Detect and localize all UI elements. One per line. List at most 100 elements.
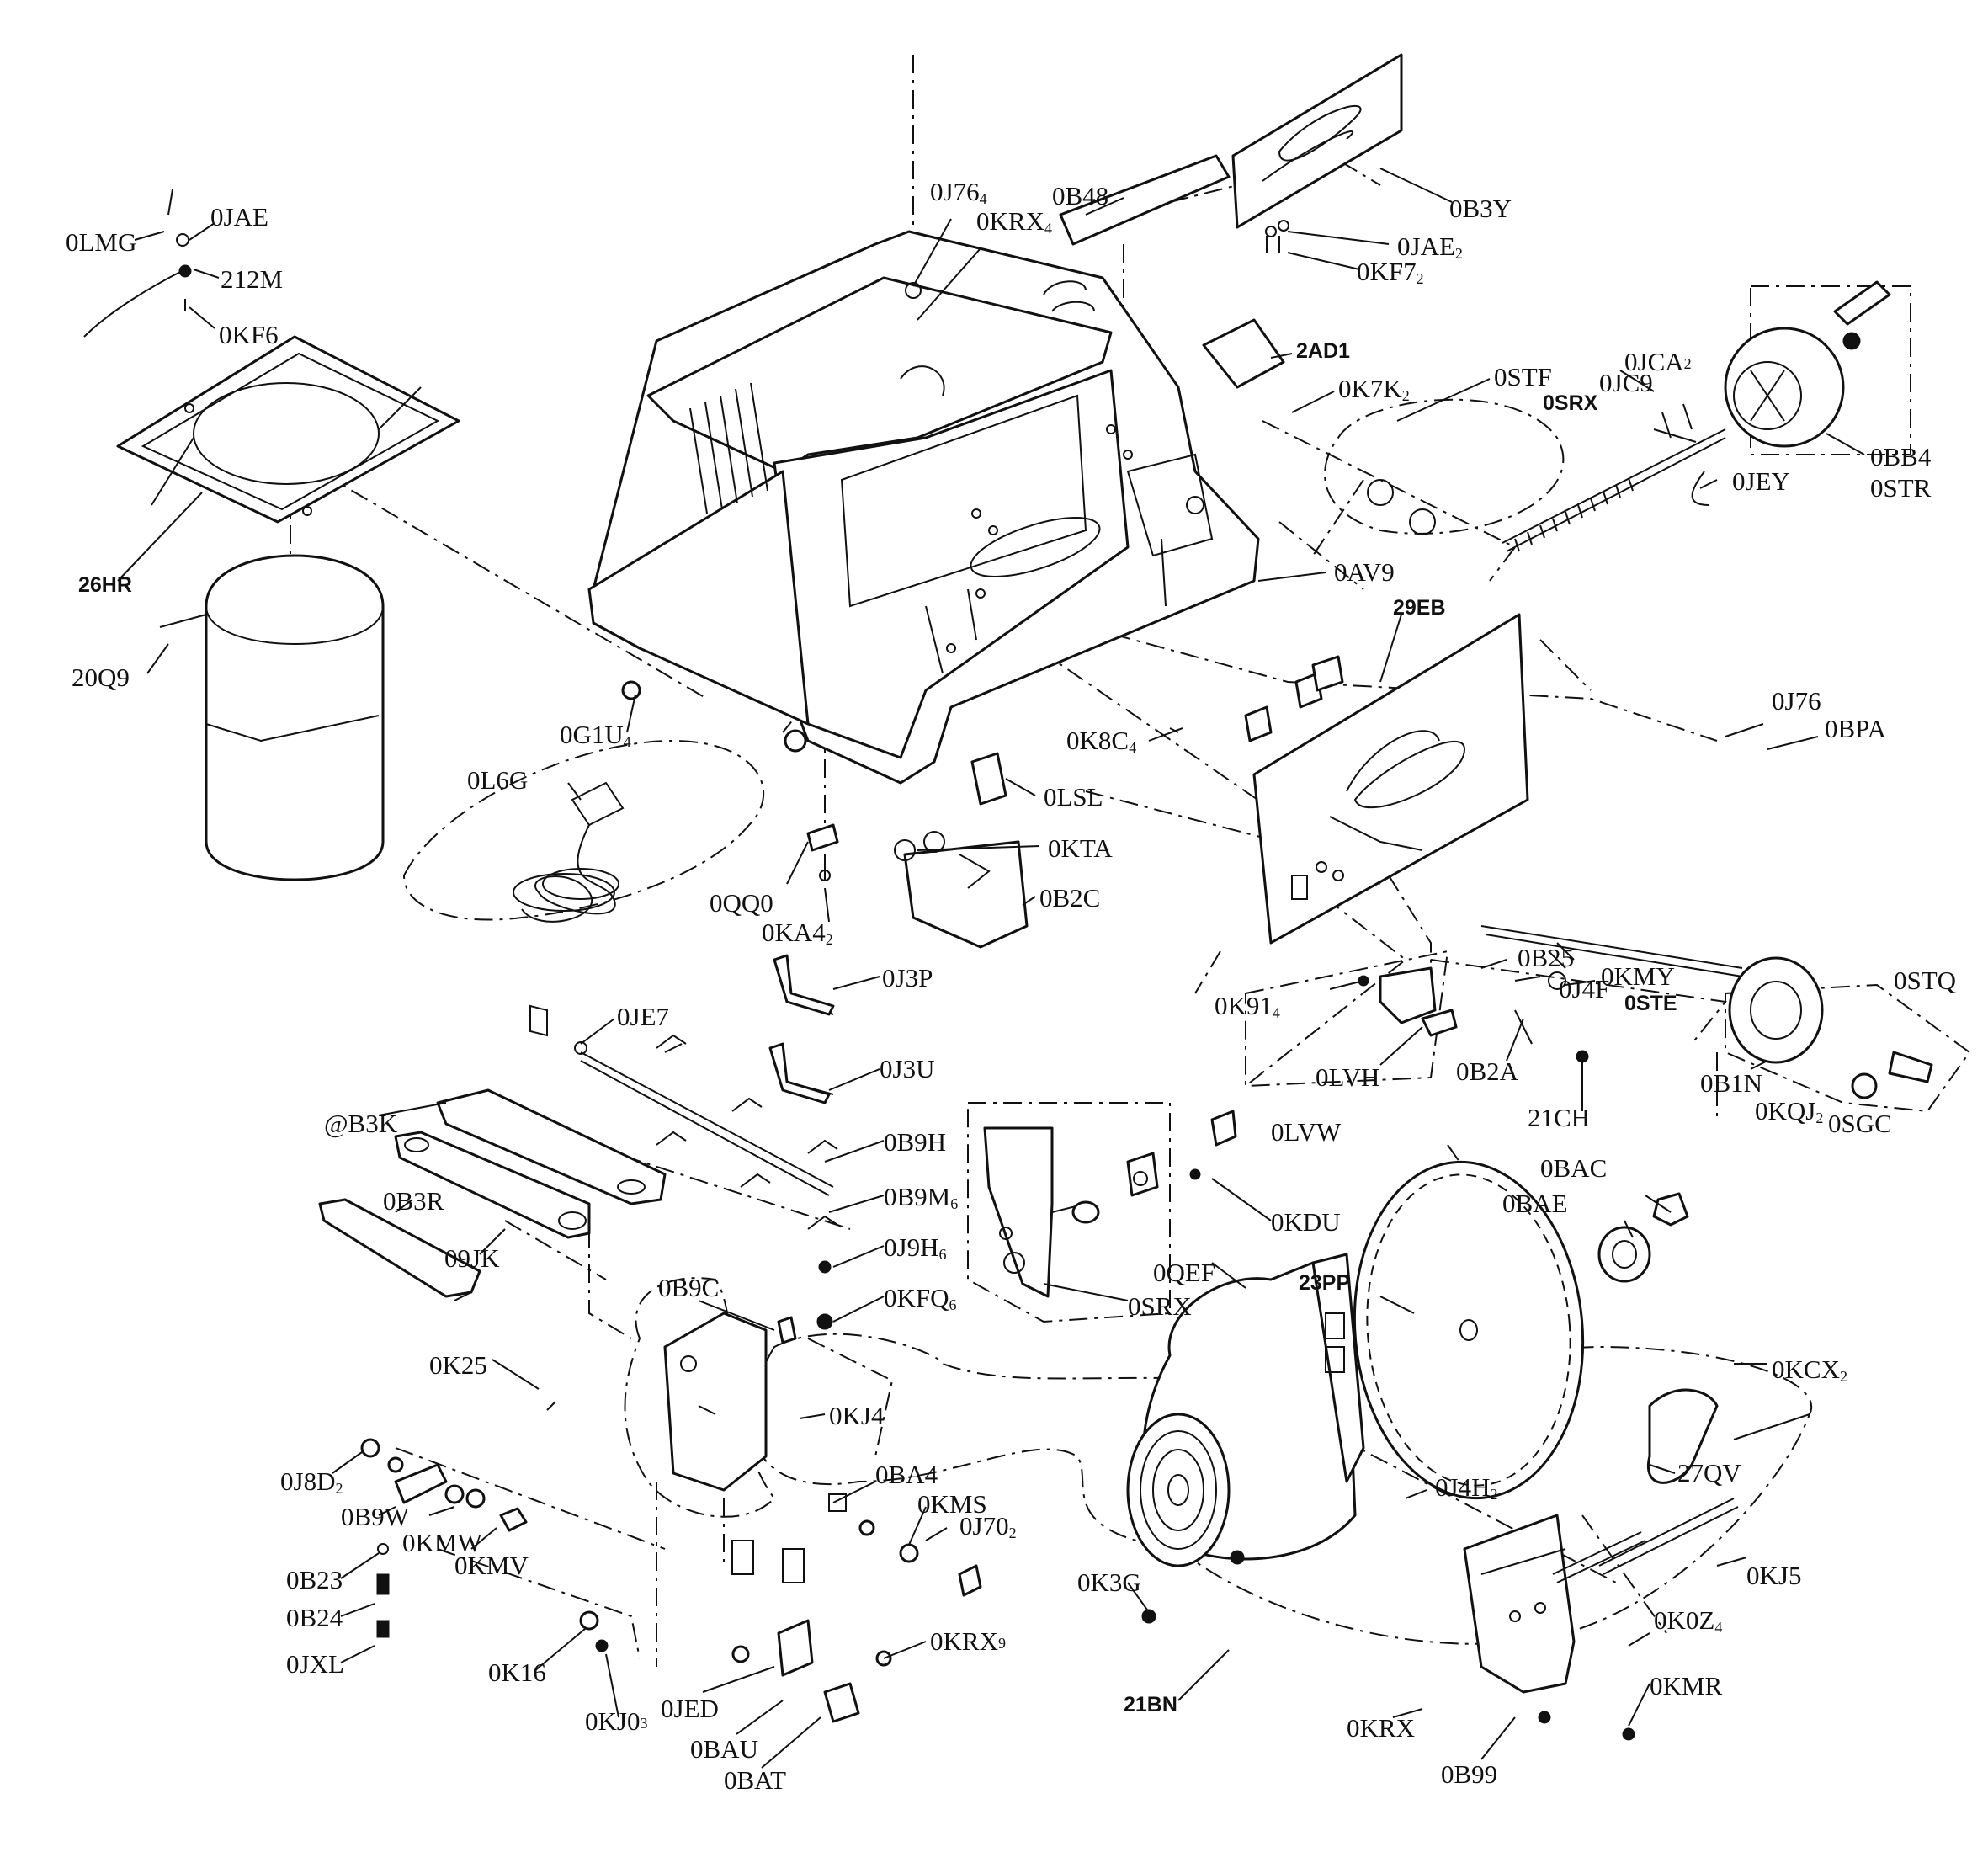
label-0B9W: 0B9W bbox=[341, 1502, 410, 1531]
label-0B3K: @B3K bbox=[324, 1109, 398, 1138]
label-0KMR: 0KMR bbox=[1650, 1671, 1722, 1700]
label-0J3P: 0J3P bbox=[882, 963, 933, 993]
label-0STQ: 0STQ bbox=[1894, 966, 1956, 995]
label-0G1U: 0G1U4 bbox=[560, 720, 631, 750]
label-2AD1: 2AD1 bbox=[1296, 339, 1350, 363]
label-0B48: 0B48 bbox=[1052, 181, 1108, 210]
tilt-rod-assembly bbox=[529, 1004, 838, 1330]
wrench-0B3R bbox=[318, 1198, 481, 1301]
label-0JXL: 0JXL bbox=[286, 1649, 344, 1679]
label-0BPA: 0BPA bbox=[1825, 714, 1887, 743]
label-0BA4: 0BA4 bbox=[875, 1460, 938, 1489]
label-0BAT: 0BAT bbox=[724, 1765, 786, 1795]
label-0KMY: 0KMY bbox=[1601, 961, 1675, 991]
label-0J8D: 0J8D2 bbox=[280, 1466, 343, 1497]
elevation-screw-0STF bbox=[1367, 403, 1726, 552]
motor-0QEF bbox=[1126, 1253, 1365, 1624]
label-0K25: 0K25 bbox=[429, 1350, 487, 1380]
hex-key-0J3P bbox=[773, 954, 835, 1016]
label-0SRX-mid: 0SRX bbox=[1128, 1291, 1192, 1321]
label-0STR: 0STR bbox=[1870, 473, 1932, 503]
label-0BB4: 0BB4 bbox=[1870, 442, 1932, 471]
label-0B23: 0B23 bbox=[286, 1565, 343, 1594]
label-0KMS: 0KMS bbox=[917, 1489, 987, 1519]
label-20Q9: 20Q9 bbox=[72, 663, 130, 692]
label-21BN: 21BN bbox=[1124, 1693, 1177, 1716]
label-0KF6: 0KF6 bbox=[219, 320, 279, 349]
label-0JED: 0JED bbox=[661, 1694, 719, 1723]
label-0BAU: 0BAU bbox=[690, 1734, 758, 1764]
label-0B9M: 0B9M6 bbox=[884, 1182, 958, 1212]
label-0J3U: 0J3U bbox=[880, 1054, 934, 1083]
label-0B9C: 0B9C bbox=[658, 1273, 719, 1302]
label-0B99: 0B99 bbox=[1441, 1759, 1497, 1789]
label-0K0Z: 0K0Z4 bbox=[1654, 1605, 1722, 1636]
label-0KRX-top: 0KRX4 bbox=[976, 206, 1052, 237]
label-0JCA: 0JCA2 bbox=[1624, 347, 1692, 376]
label-0KFQ: 0KFQ6 bbox=[884, 1283, 957, 1313]
label-0KJ5: 0KJ5 bbox=[1746, 1561, 1801, 1590]
label-0K3G: 0K3G bbox=[1077, 1567, 1141, 1597]
switch-parts-left bbox=[360, 1438, 609, 1652]
label-0KF72: 0KF72 bbox=[1357, 257, 1424, 287]
switch-housing-0B9C bbox=[546, 1312, 805, 1583]
cord-assembly-212M bbox=[83, 189, 192, 338]
label-0QQ0: 0QQ0 bbox=[710, 888, 773, 918]
label-0LMG: 0LMG bbox=[66, 227, 136, 257]
switch-parts-right bbox=[731, 1493, 982, 1723]
label-0J70: 0J702 bbox=[959, 1511, 1017, 1541]
arbor-nut-and-flange bbox=[1597, 1192, 1689, 1283]
label-0L6G: 0L6G bbox=[467, 765, 528, 795]
label-0QEF: 0QEF bbox=[1153, 1258, 1215, 1287]
label-0B2C: 0B2C bbox=[1039, 883, 1100, 913]
label-0JEY: 0JEY bbox=[1732, 466, 1790, 496]
label-0KA4: 0KA42 bbox=[762, 918, 833, 948]
label-0B3R: 0B3R bbox=[383, 1186, 444, 1216]
label-0J4H: 0J4H2 bbox=[1435, 1472, 1497, 1503]
label-0J4F: 0J4F bbox=[1559, 974, 1609, 1003]
label-0JAE: 0JAE bbox=[210, 202, 268, 232]
dust-bag-20Q9 bbox=[159, 554, 385, 881]
label-2AD1 bbox=[1202, 318, 1285, 389]
leader-lines bbox=[117, 168, 1865, 1769]
label-0B1N: 0B1N bbox=[1700, 1068, 1762, 1098]
label-0J9H: 0J9H6 bbox=[884, 1232, 946, 1263]
label-0KMV: 0KMV bbox=[454, 1551, 529, 1580]
motor-bracket-21BN bbox=[1463, 1498, 1739, 1741]
label-0KMW: 0KMW bbox=[402, 1528, 482, 1557]
wrench-09JK bbox=[394, 1131, 591, 1239]
dust-adapter-26HR bbox=[116, 335, 460, 524]
label-0BAC: 0BAC bbox=[1540, 1153, 1607, 1183]
label-0STE: 0STE bbox=[1624, 992, 1677, 1015]
label-0LVH: 0LVH bbox=[1316, 1062, 1379, 1092]
label-0SGC: 0SGC bbox=[1828, 1109, 1892, 1138]
label-23PP: 23PP bbox=[1299, 1271, 1350, 1295]
trunnion-bracket-29EB bbox=[1244, 613, 1529, 945]
label-0KJ0: 0KJ03 bbox=[585, 1706, 647, 1736]
label-0K16: 0K16 bbox=[488, 1658, 546, 1687]
label-0LSL: 0LSL bbox=[1044, 782, 1103, 812]
label-0LVW: 0LVW bbox=[1271, 1117, 1342, 1147]
label-0B9H: 0B9H bbox=[884, 1127, 946, 1157]
label-0K91: 0K914 bbox=[1215, 991, 1280, 1021]
cabinet-base-0AV9 bbox=[587, 230, 1260, 785]
label-0B2A: 0B2A bbox=[1456, 1056, 1519, 1086]
label-0KQJ: 0KQJ2 bbox=[1755, 1096, 1823, 1126]
label-0KRX9: 0KRX9 bbox=[930, 1626, 1006, 1656]
wrench-0B3K bbox=[436, 1088, 667, 1205]
label-0J76-a: 0J764 bbox=[930, 177, 987, 207]
label-0KRX-bot: 0KRX bbox=[1347, 1713, 1415, 1743]
label-0K7K: 0K7K2 bbox=[1338, 374, 1410, 404]
part-labels: 0LMG 0JAE 212M 0KF6 26HR 20Q9 0J764 0KRX… bbox=[66, 177, 1956, 1795]
label-0KTA: 0KTA bbox=[1048, 833, 1113, 863]
label-0STF: 0STF bbox=[1494, 362, 1552, 391]
label-09JK: 09JK bbox=[444, 1243, 500, 1273]
label-0KJ4: 0KJ4 bbox=[829, 1401, 885, 1430]
handwheel-0BB4 bbox=[1724, 280, 1891, 448]
label-0JAE2: 0JAE2 bbox=[1397, 232, 1463, 262]
label-0J76-b: 0J76 bbox=[1772, 686, 1821, 716]
power-cord-0L6G bbox=[513, 729, 807, 923]
label-21CH: 21CH bbox=[1528, 1103, 1590, 1132]
bevel-scale-0B3Y bbox=[1231, 53, 1403, 253]
